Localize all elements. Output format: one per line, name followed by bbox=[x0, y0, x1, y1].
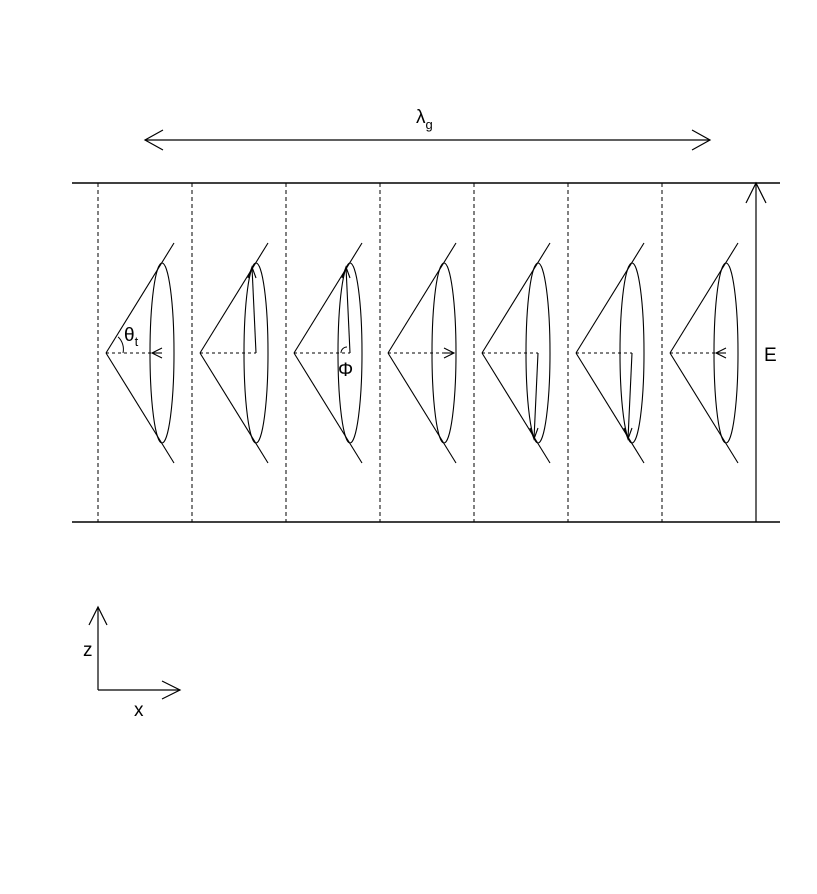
dashed-dividers bbox=[97, 183, 663, 522]
cone-3 bbox=[293, 242, 363, 464]
magnetization-vector-arrowhead bbox=[714, 347, 727, 359]
cone-side-upper bbox=[199, 242, 269, 354]
cone-side-lower bbox=[293, 352, 363, 464]
magnetization-vector bbox=[533, 352, 539, 440]
cone-7 bbox=[669, 242, 739, 464]
wavelength-symbol: λ bbox=[416, 107, 426, 128]
cone-2 bbox=[199, 242, 269, 464]
coordinate-axes bbox=[88, 605, 182, 700]
cone-4 bbox=[387, 242, 457, 464]
phi-label: Φ bbox=[338, 360, 353, 381]
magnetization-vector-arrowhead bbox=[529, 427, 539, 441]
magnetization-vector-arrowhead bbox=[247, 265, 257, 279]
field-arrow bbox=[745, 181, 767, 522]
magnetization-vector bbox=[345, 266, 351, 354]
cone-side-upper bbox=[575, 242, 645, 354]
cone-group bbox=[105, 242, 739, 464]
theta-subscript: t bbox=[135, 334, 139, 349]
wavelength-arrow bbox=[143, 129, 712, 151]
magnetization-vector bbox=[627, 352, 633, 440]
cone-side-lower bbox=[387, 352, 457, 464]
cone-side-upper bbox=[669, 242, 739, 354]
cone-side-upper bbox=[481, 242, 551, 354]
cone-side-upper bbox=[387, 242, 457, 354]
theta-symbol: θ bbox=[124, 325, 135, 346]
cone-side-lower bbox=[105, 352, 175, 464]
cone-1 bbox=[105, 242, 175, 464]
theta-label: θt bbox=[124, 325, 139, 349]
cone-side-upper bbox=[105, 242, 175, 354]
cone-5 bbox=[481, 242, 551, 464]
theta-angle-arc bbox=[117, 336, 124, 354]
phi-angle-arc bbox=[340, 346, 348, 354]
magnetization-vector bbox=[251, 266, 257, 354]
cone-side-lower bbox=[669, 352, 739, 464]
cone-6 bbox=[575, 242, 645, 464]
magnetization-vector-arrowhead bbox=[623, 427, 633, 441]
cone-side-lower bbox=[199, 352, 269, 464]
z-axis-label: z bbox=[83, 640, 93, 661]
magnetization-vector-arrowhead bbox=[341, 265, 351, 279]
magnetization-vector-arrowhead bbox=[150, 347, 163, 359]
cone-side-upper bbox=[293, 242, 363, 354]
wavelength-label: λg bbox=[416, 107, 433, 132]
wavelength-subscript: g bbox=[426, 117, 433, 132]
cone-side-lower bbox=[575, 352, 645, 464]
field-label: E bbox=[764, 345, 777, 366]
magnetization-vector-arrowhead bbox=[443, 347, 456, 359]
x-axis-label: x bbox=[134, 700, 144, 721]
cone-side-lower bbox=[481, 352, 551, 464]
